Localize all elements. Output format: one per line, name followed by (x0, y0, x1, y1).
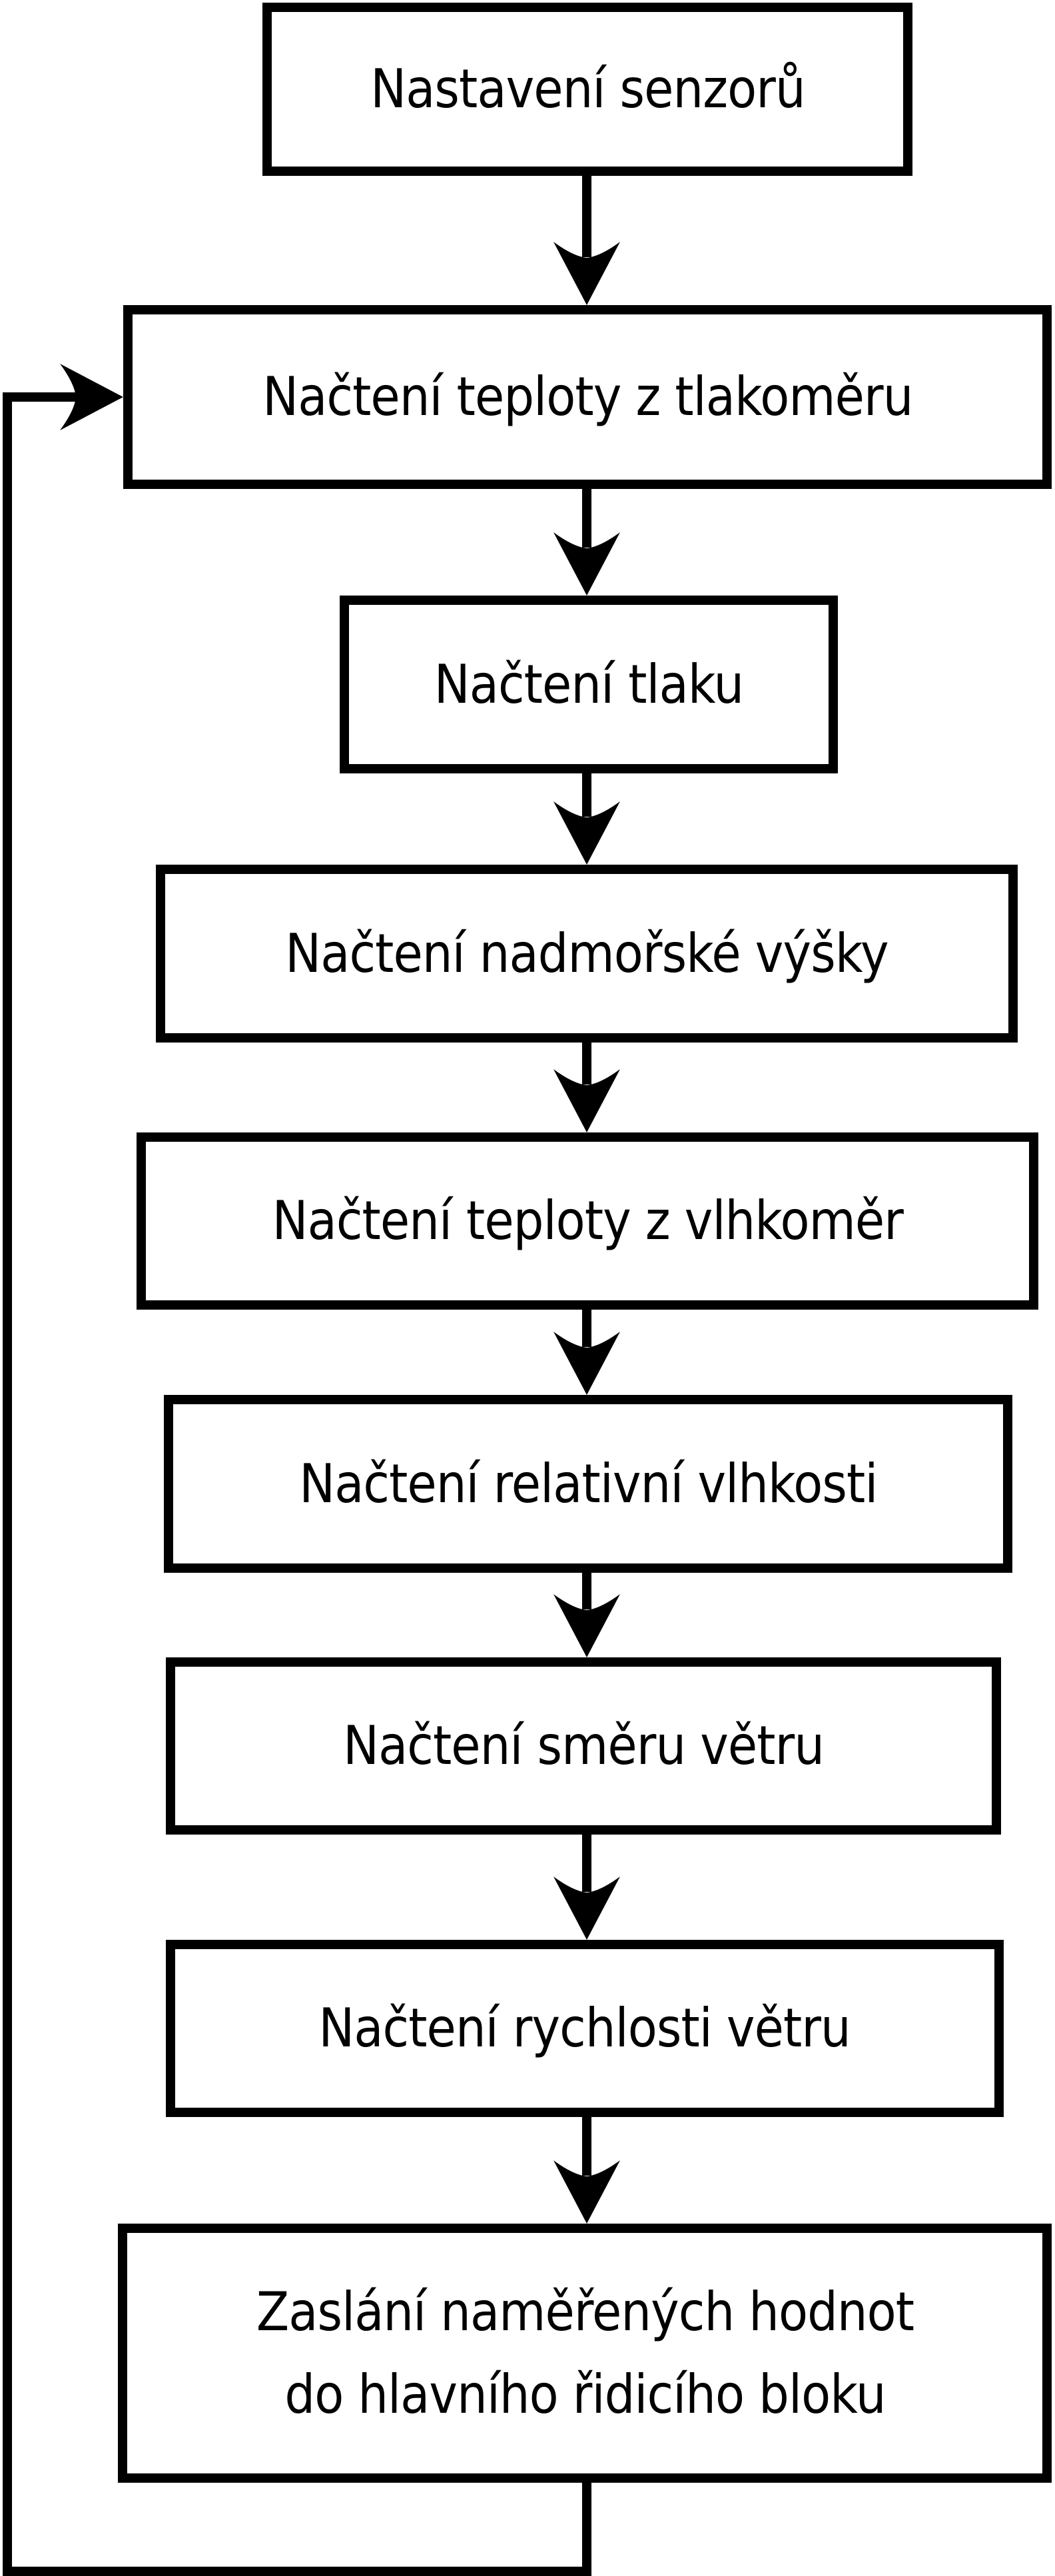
node-nacteni-nadmorske-vysky: Načtení nadmořské výšky (156, 865, 1018, 1043)
arrow-stems (3, 176, 591, 2576)
node-nacteni-tlaku: Načtení tlaku (340, 596, 838, 773)
arrowhead-1-2 (553, 242, 620, 305)
node-label: Nastavení senzorů (370, 58, 805, 120)
arrowhead-5-6 (553, 1332, 620, 1395)
arrowhead-8-9 (553, 2160, 620, 2224)
arrow-heads (60, 242, 620, 2224)
node-nacteni-teploty-tlakomer: Načtení teploty z tlakoměru (123, 305, 1052, 489)
node-label: Načtení relativní vlhkosti (298, 1452, 878, 1515)
node-nastaveni-senzoru: Nastavení senzorů (262, 3, 912, 176)
arrowhead-4-5 (553, 1069, 620, 1132)
arrowhead-loop (60, 364, 123, 430)
node-label: Načtení teploty z tlakoměru (262, 366, 913, 428)
arrowhead-3-4 (553, 801, 620, 865)
loop-back-line (3, 392, 591, 2576)
arrowhead-7-8 (553, 1877, 620, 1940)
arrowhead-6-7 (553, 1594, 620, 1657)
node-nacteni-smeru-vetru: Načtení směru větru (166, 1657, 1001, 1835)
node-nacteni-relativni-vlhkosti: Načtení relativní vlhkosti (164, 1395, 1012, 1573)
node-nacteni-teploty-vlhkomer: Načtení teploty z vlhkoměr (137, 1132, 1038, 1310)
node-nacteni-rychlosti-vetru: Načtení rychlosti větru (166, 1940, 1004, 2117)
node-zaslani-hodnot: Zaslání naměřených hodnot do hlavního ři… (118, 2224, 1052, 2483)
node-label: Načtení směru větru (343, 1715, 825, 1777)
node-label: Načtení tlaku (434, 653, 744, 715)
arrowhead-2-3 (553, 532, 620, 596)
node-label: Načtení teploty z vlhkoměr (272, 1190, 903, 1252)
node-label: Zaslání naměřených hodnot do hlavního ři… (256, 2280, 914, 2425)
node-label: Načtení nadmořské výšky (285, 922, 888, 985)
node-label: Načtení rychlosti větru (318, 1997, 851, 2059)
